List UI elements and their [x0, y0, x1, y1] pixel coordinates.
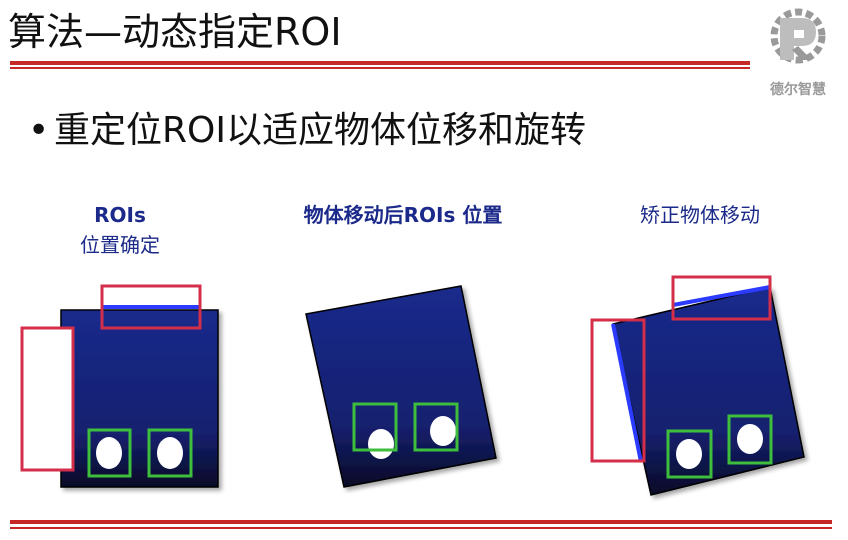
hole-left-1 [96, 437, 122, 469]
object-left [20, 284, 219, 488]
caption-left-line2: 位置确定 [80, 233, 160, 257]
object-middle-body [305, 285, 497, 488]
roi-red-top-right [671, 275, 772, 321]
roi-green-right-2 [727, 414, 773, 465]
hole-right-2 [737, 424, 763, 454]
object-right [590, 275, 805, 496]
hole-middle-1 [368, 429, 394, 459]
hole-left-2 [157, 437, 183, 469]
roi-green-middle-1 [352, 402, 398, 452]
title-underline-top [10, 61, 750, 65]
roi-red-side-right [590, 318, 646, 463]
logo-text: 德尔智慧 [770, 82, 826, 98]
roi-red-top-left [100, 284, 202, 330]
hole-right-1 [676, 439, 702, 469]
bullet-text: 重定位ROI以适应物体位移和旋转 [54, 110, 586, 151]
roi-green-left-1 [87, 428, 132, 478]
footer-bar-bottom [10, 527, 832, 529]
roi-red-side-left [20, 326, 75, 472]
bullet-dot: • [28, 110, 50, 151]
object-middle [305, 285, 497, 488]
roi-green-right-1 [666, 429, 713, 479]
object-right-edge-left [611, 323, 643, 463]
footer-bar-top [10, 520, 832, 524]
caption-right: 矫正物体移动 [640, 203, 760, 227]
object-left-body [60, 309, 219, 488]
caption-middle: 物体移动后ROIs 位置 [303, 203, 503, 227]
bullet-point: •重定位ROI以适应物体位移和旋转 [28, 108, 586, 154]
roi-green-middle-2 [413, 402, 459, 452]
slide-title: 算法—动态指定ROI [8, 10, 342, 54]
hole-middle-2 [430, 416, 456, 446]
object-right-edge-top [672, 285, 771, 307]
roi-green-left-2 [147, 428, 193, 478]
caption-left-line1: ROIs [94, 203, 146, 227]
title-underline-bottom [10, 67, 750, 69]
